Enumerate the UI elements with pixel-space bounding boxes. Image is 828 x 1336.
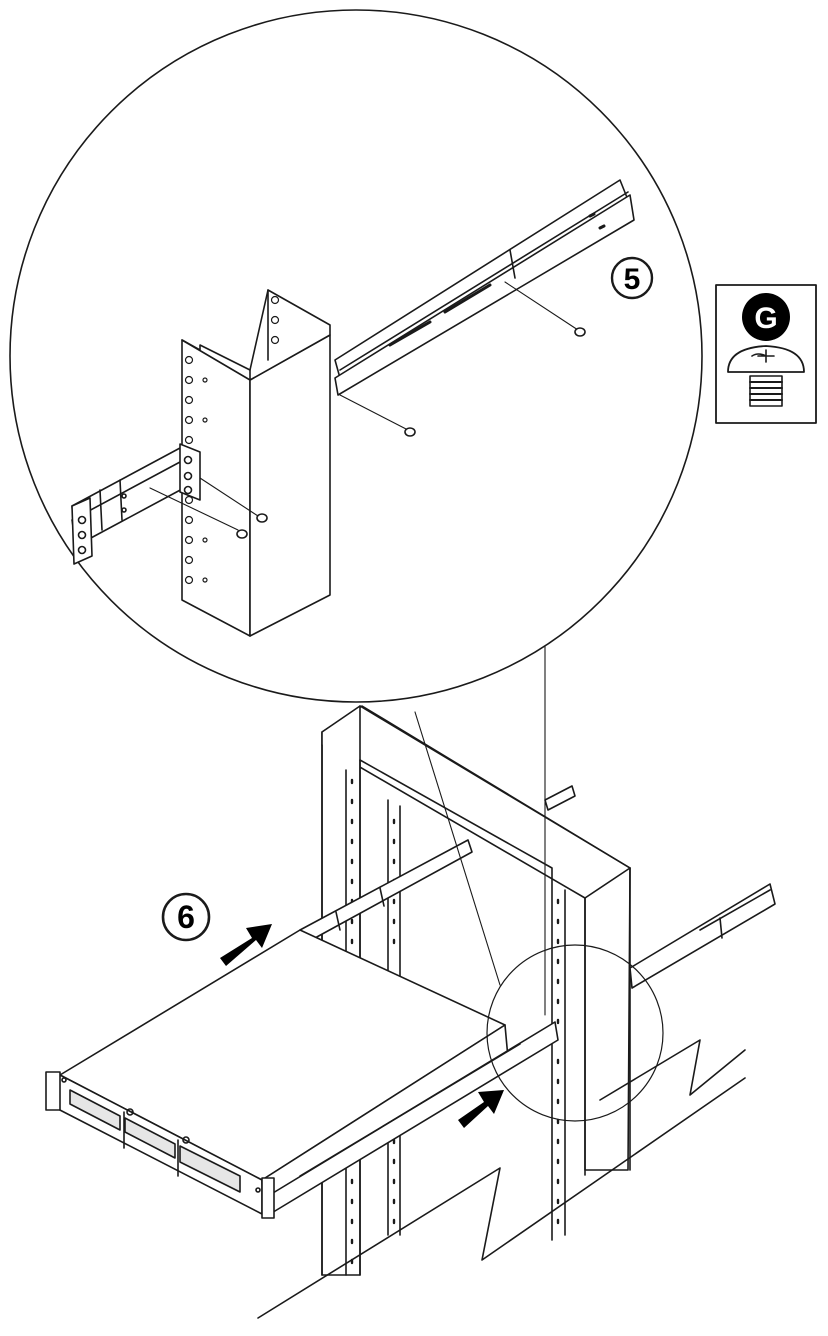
leader-lines xyxy=(414,644,546,1016)
part-g-box: G xyxy=(715,284,817,424)
step-5-callout: 5 xyxy=(610,256,654,300)
screw-guides xyxy=(149,281,579,531)
step-6-label: 6 xyxy=(177,899,195,935)
step-6-callout: 6 xyxy=(161,892,211,942)
magnifier-circle xyxy=(486,944,664,1122)
rail-front-bracket xyxy=(71,443,201,565)
screw-icon xyxy=(727,345,805,407)
floor-lines xyxy=(257,1039,746,1319)
screw-icon xyxy=(236,327,586,539)
rail-long xyxy=(334,179,635,396)
server-chassis xyxy=(45,929,559,1219)
detail-view xyxy=(9,9,703,703)
rail-right-extension xyxy=(544,785,776,989)
step-5-label: 5 xyxy=(624,263,641,296)
part-g-label: G xyxy=(754,302,777,335)
arrow-icon xyxy=(220,924,504,1128)
part-g-badge xyxy=(742,293,790,341)
